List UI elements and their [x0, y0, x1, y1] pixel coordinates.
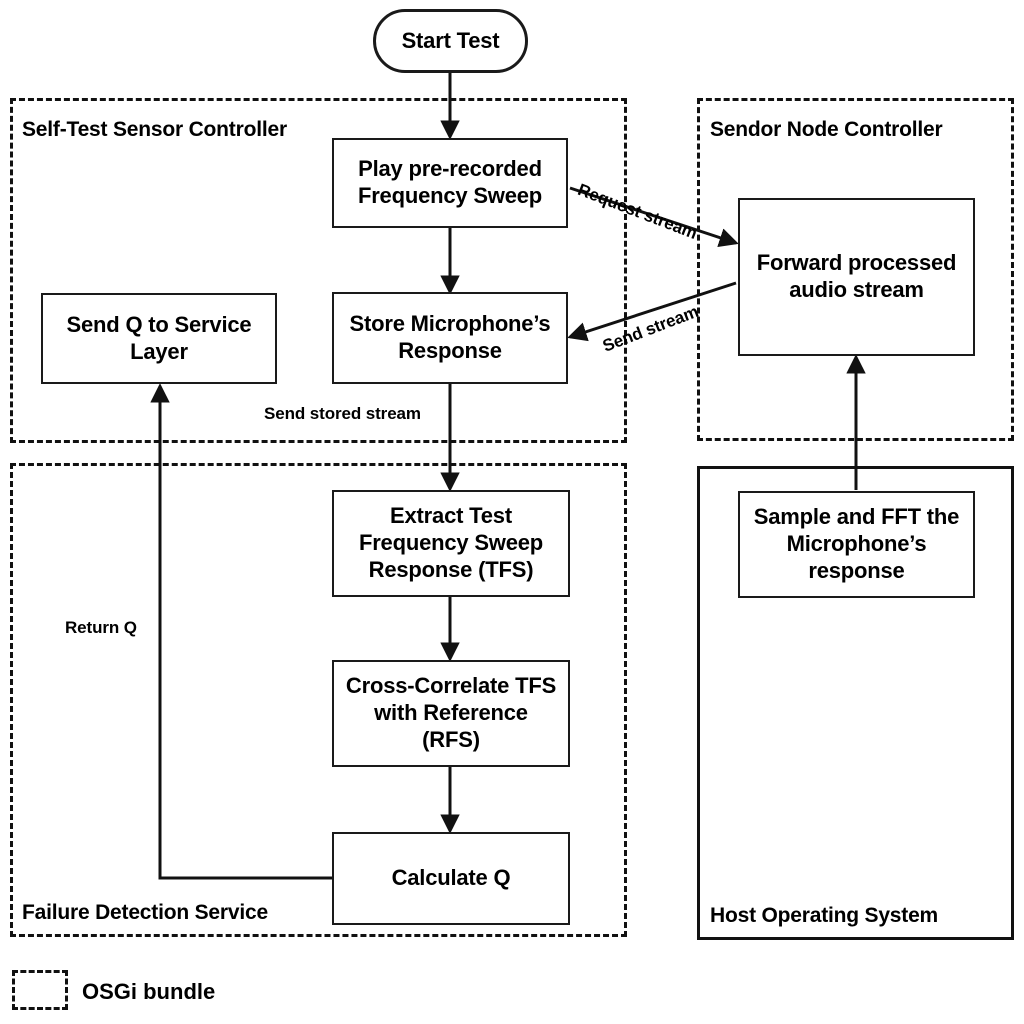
node-play-sweep[interactable]: Play pre-recorded Frequency Sweep — [332, 138, 568, 228]
group-label-self-test-sensor-controller: Self-Test Sensor Controller — [22, 118, 287, 141]
node-send-q-to-service-layer[interactable]: Send Q to Service Layer — [41, 293, 277, 384]
legend-osgi-bundle-swatch — [12, 970, 68, 1010]
node-extract-tfs[interactable]: Extract Test Frequency Sweep Response (T… — [332, 490, 570, 597]
edge-label-send-stored-stream: Send stored stream — [264, 404, 421, 423]
node-store-response[interactable]: Store Microphone’s Response — [332, 292, 568, 384]
group-label-sendor-node-controller: Sendor Node Controller — [710, 118, 943, 141]
edge-label-return-q: Return Q — [65, 618, 137, 637]
node-forward-processed-audio-stream[interactable]: Forward processed audio stream — [738, 198, 975, 356]
group-label-failure-detection-service: Failure Detection Service — [22, 901, 268, 924]
node-calculate-q[interactable]: Calculate Q — [332, 832, 570, 925]
group-label-host-operating-system: Host Operating System — [710, 904, 939, 927]
node-start-test[interactable]: Start Test — [373, 9, 528, 73]
node-cross-correlate-tfs[interactable]: Cross-Correlate TFS with Reference (RFS) — [332, 660, 570, 767]
node-sample-and-fft[interactable]: Sample and FFT the Microphone’s response — [738, 491, 975, 598]
legend-osgi-bundle-label: OSGi bundle — [82, 979, 216, 1004]
